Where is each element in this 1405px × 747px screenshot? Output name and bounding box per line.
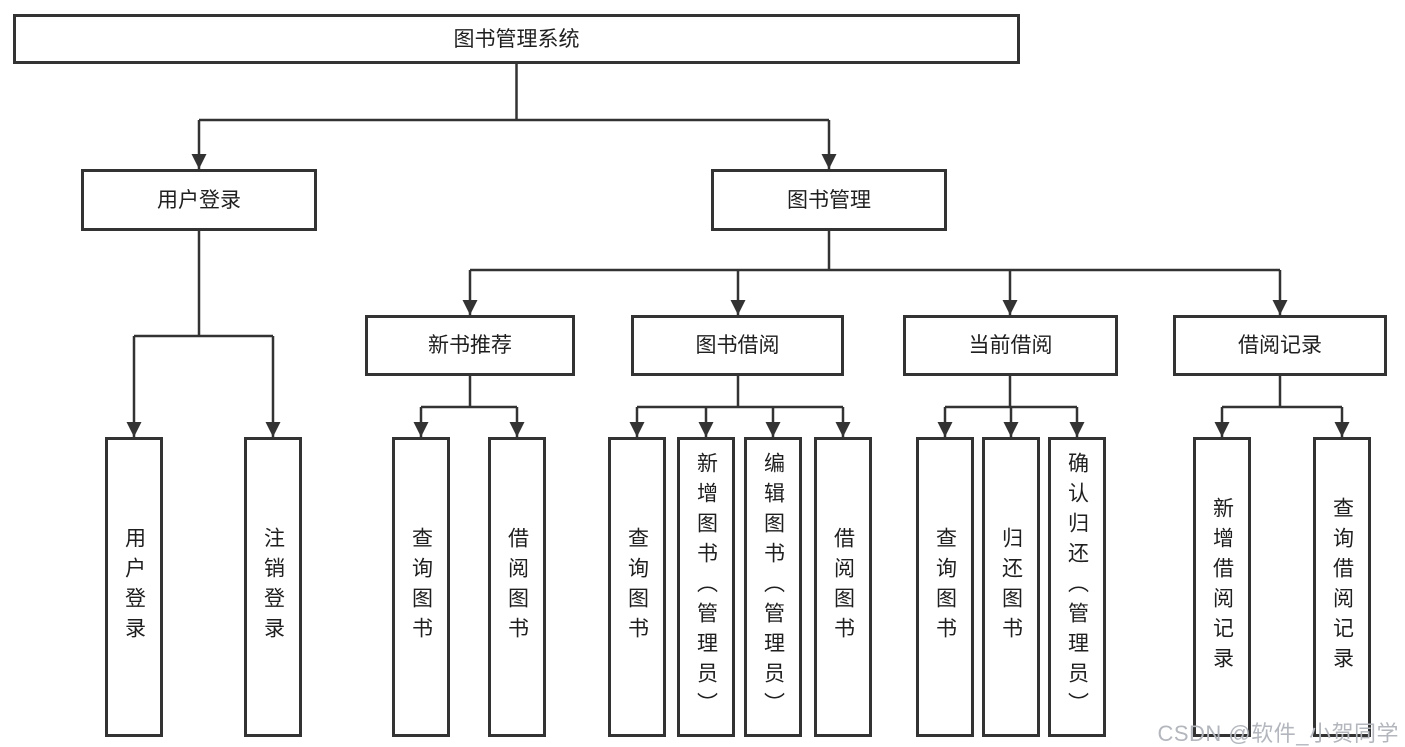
node-book-borrow: 图书借阅 [631, 315, 844, 376]
leaf-user-login: 用户登录 [105, 437, 163, 737]
leaf-logout: 注销登录 [244, 437, 302, 737]
leaf-query-books-recommend: 查询图书 [392, 437, 450, 737]
csdn-watermark: CSDN @软件_小贺同学 [1157, 721, 1399, 746]
node-book-management-branch: 图书管理 [711, 169, 947, 231]
node-new-book-recommend: 新书推荐 [365, 315, 575, 376]
leaf-add-borrow-record: 新增借阅记录 [1193, 437, 1251, 737]
node-root-system: 图书管理系统 [13, 14, 1020, 64]
node-current-borrow: 当前借阅 [903, 315, 1118, 376]
leaf-borrow-books-borrow: 借阅图书 [814, 437, 872, 737]
leaf-query-books-borrow: 查询图书 [608, 437, 666, 737]
leaf-add-book-admin: 新增图书（管理员） [677, 437, 735, 737]
leaf-return-books: 归还图书 [982, 437, 1040, 737]
leaf-confirm-return-admin: 确认归还（管理员） [1048, 437, 1106, 737]
node-user-login-branch: 用户登录 [81, 169, 317, 231]
leaf-query-books-current: 查询图书 [916, 437, 974, 737]
leaf-borrow-books-recommend: 借阅图书 [488, 437, 546, 737]
leaf-query-borrow-record: 查询借阅记录 [1313, 437, 1371, 737]
node-borrow-records: 借阅记录 [1173, 315, 1387, 376]
leaf-edit-book-admin: 编辑图书（管理员） [744, 437, 802, 737]
